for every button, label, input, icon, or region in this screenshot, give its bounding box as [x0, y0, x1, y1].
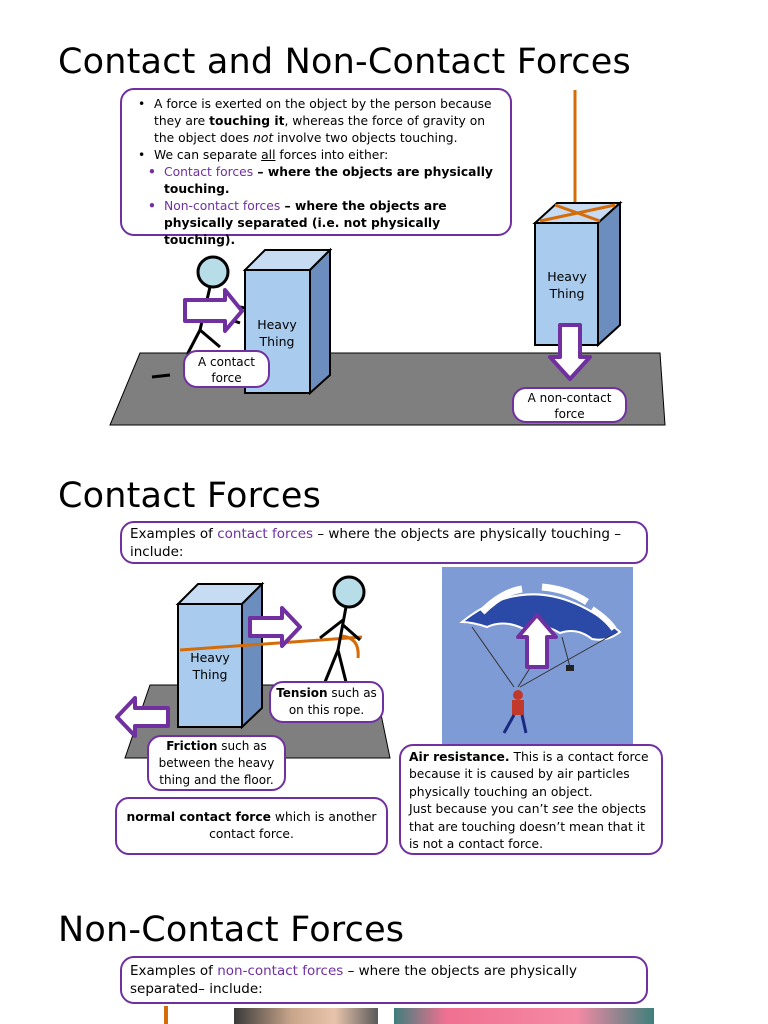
section1-explanation-box: A force is exerted on the object by the … — [120, 88, 512, 247]
section2-title: Contact Forces — [58, 476, 322, 516]
right-box-label: Heavy Thing — [547, 269, 587, 301]
air-resistance-label: Air resistance. This is a contact force … — [399, 744, 663, 855]
tension-arrow — [248, 606, 302, 648]
normal-force-label: normal contact force which is another co… — [115, 797, 388, 855]
section3-intro-box: Examples of non-contact forces – where t… — [120, 956, 648, 1004]
contact-force-label: A contact force — [183, 350, 270, 388]
section3-photo-right — [394, 1008, 654, 1024]
air-resistance-arrow — [516, 613, 558, 669]
rope — [179, 635, 363, 652]
section3-photo-left — [234, 1008, 378, 1024]
section2-box-label: Heavy Thing — [190, 650, 230, 682]
left-box-label: Heavy Thing — [257, 317, 297, 349]
section3-rope-fragment — [164, 1006, 168, 1024]
bullet-2: We can separate all forces into either: — [138, 147, 500, 164]
tension-label: Tension such as on this rope. — [269, 681, 384, 723]
section2-intro-box: Examples of contact forces – where the o… — [120, 521, 648, 564]
noncontact-force-label: A non-contact force — [512, 387, 627, 423]
contact-arrow — [183, 288, 244, 333]
sub-bullet-contact: Contact forces – where the objects are p… — [148, 164, 500, 198]
sub-bullet-noncontact: Non-contact forces – where the objects a… — [148, 198, 500, 249]
bullet-1: A force is exerted on the object by the … — [138, 96, 500, 147]
section3-title: Non-Contact Forces — [58, 910, 405, 950]
friction-label: Friction such as between the heavy thing… — [147, 735, 286, 791]
friction-arrow — [115, 696, 170, 738]
parachute-photo — [442, 567, 633, 745]
section1-title: Contact and Non-Contact Forces — [58, 42, 631, 82]
stick-person-right — [319, 575, 366, 683]
gravity-arrow — [548, 323, 592, 381]
